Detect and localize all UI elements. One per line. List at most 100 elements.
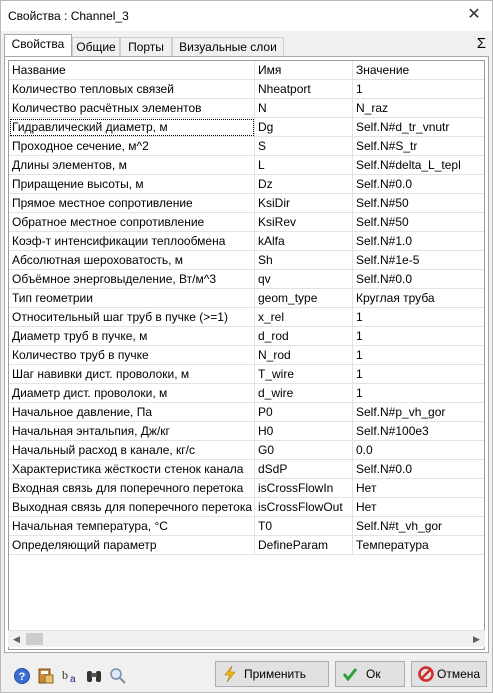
tab-ports[interactable]: Порты	[120, 37, 172, 56]
property-value-cell[interactable]: Self.N#50	[353, 194, 484, 213]
property-id-cell: Sh	[255, 251, 353, 270]
property-id-cell: x_rel	[255, 308, 353, 327]
property-value-cell[interactable]: 1	[353, 365, 484, 384]
property-value-cell[interactable]: Self.N#0.0	[353, 460, 484, 479]
property-id-cell: T_wire	[255, 365, 353, 384]
property-value-cell[interactable]: 1	[353, 308, 484, 327]
tab-visual-layers[interactable]: Визуальные слои	[172, 37, 284, 56]
property-value-cell[interactable]: Self.N#0.0	[353, 270, 484, 289]
property-value-cell[interactable]: N_raz	[353, 99, 484, 118]
property-name-cell: Выходная связь для поперечного перетока	[9, 498, 255, 517]
property-id-cell: KsiRev	[255, 213, 353, 232]
property-value-cell[interactable]: 1	[353, 327, 484, 346]
ok-button-label: Ок	[366, 667, 381, 681]
property-value-cell[interactable]: Self.N#100e3	[353, 422, 484, 441]
close-icon[interactable]: ✕	[467, 6, 481, 23]
help-icon[interactable]: ?	[13, 667, 31, 685]
column-header-value[interactable]: Значение	[353, 61, 484, 80]
property-value-cell[interactable]: Self.N#1e-5	[353, 251, 484, 270]
column-header-id[interactable]: Имя	[255, 61, 353, 80]
table-row[interactable]: Относительный шаг труб в пучке (>=1)x_re…	[9, 308, 484, 327]
property-id-cell: d_wire	[255, 384, 353, 403]
property-value-cell[interactable]: 0.0	[353, 441, 484, 460]
property-value-cell[interactable]: 1	[353, 346, 484, 365]
property-id-cell: Dz	[255, 175, 353, 194]
tab-properties[interactable]: Свойства	[4, 34, 72, 56]
property-id-cell: N	[255, 99, 353, 118]
property-value-cell[interactable]: 1	[353, 384, 484, 403]
property-id-cell: N_rod	[255, 346, 353, 365]
column-header-name[interactable]: Название	[9, 61, 255, 80]
property-value-cell[interactable]: Self.N#50	[353, 213, 484, 232]
svg-text:a: a	[70, 674, 76, 685]
property-id-cell: qv	[255, 270, 353, 289]
property-id-cell: DefineParam	[255, 536, 353, 555]
property-value-cell[interactable]: Self.N#S_tr	[353, 137, 484, 156]
ok-button[interactable]: Ок	[335, 661, 405, 687]
font-icon[interactable]: b a	[61, 667, 79, 685]
property-value-cell[interactable]: Нет	[353, 498, 484, 517]
cancel-button[interactable]: Отмена	[411, 661, 487, 687]
property-id-cell: dSdP	[255, 460, 353, 479]
title-bar: Свойства : Channel_3 ✕	[1, 1, 492, 31]
property-value-cell[interactable]: Круглая труба	[353, 289, 484, 308]
property-id-cell: kAlfa	[255, 232, 353, 251]
property-name-cell: Коэф-т интенсификации теплообмена	[9, 232, 255, 251]
svg-text:b: b	[62, 668, 68, 682]
svg-text:?: ?	[19, 671, 26, 683]
property-name-cell: Определяющий параметр	[9, 536, 255, 555]
magnifier-icon[interactable]	[109, 667, 127, 685]
property-value-cell[interactable]: Температура	[353, 536, 484, 555]
property-name-cell: Начальная энтальпия, Дж/кг	[9, 422, 255, 441]
apply-button[interactable]: Применить	[215, 661, 329, 687]
sigma-icon[interactable]: Σ	[476, 35, 486, 52]
scrollbar-thumb[interactable]	[26, 633, 43, 645]
scroll-right-icon[interactable]: ▶	[473, 634, 480, 644]
property-name-cell: Абсолютная шероховатость, м	[9, 251, 255, 270]
scroll-left-icon[interactable]: ◀	[13, 634, 20, 644]
property-value-cell[interactable]: Self.N#0.0	[353, 175, 484, 194]
horizontal-scrollbar[interactable]: ◀ ▶	[8, 630, 485, 647]
property-name-cell: Характеристика жёсткости стенок канала	[9, 460, 255, 479]
property-value-cell[interactable]: Нет	[353, 479, 484, 498]
property-value-cell[interactable]: Self.N#delta_L_tepl	[353, 156, 484, 175]
property-value-cell[interactable]: Self.N#1.0	[353, 232, 484, 251]
property-name-cell: Количество труб в пучке	[9, 346, 255, 365]
property-name-cell: Длины элементов, м	[9, 156, 255, 175]
property-name-cell: Начальный расход в канале, кг/с	[9, 441, 255, 460]
property-value-cell[interactable]: Self.N#d_tr_vnutr	[353, 118, 484, 137]
property-value-cell[interactable]: 1	[353, 80, 484, 99]
calculator-icon[interactable]	[37, 667, 55, 685]
property-name-cell: Гидравлический диаметр, м	[9, 118, 255, 137]
property-value-cell[interactable]: Self.N#p_vh_gor	[353, 403, 484, 422]
tab-general[interactable]: Общие	[72, 37, 120, 56]
property-id-cell: Dg	[255, 118, 353, 137]
binoculars-icon[interactable]	[85, 667, 103, 685]
properties-grid: Название Имя Значение Количество тепловы…	[8, 60, 485, 650]
property-value-cell[interactable]: Self.N#t_vh_gor	[353, 517, 484, 536]
